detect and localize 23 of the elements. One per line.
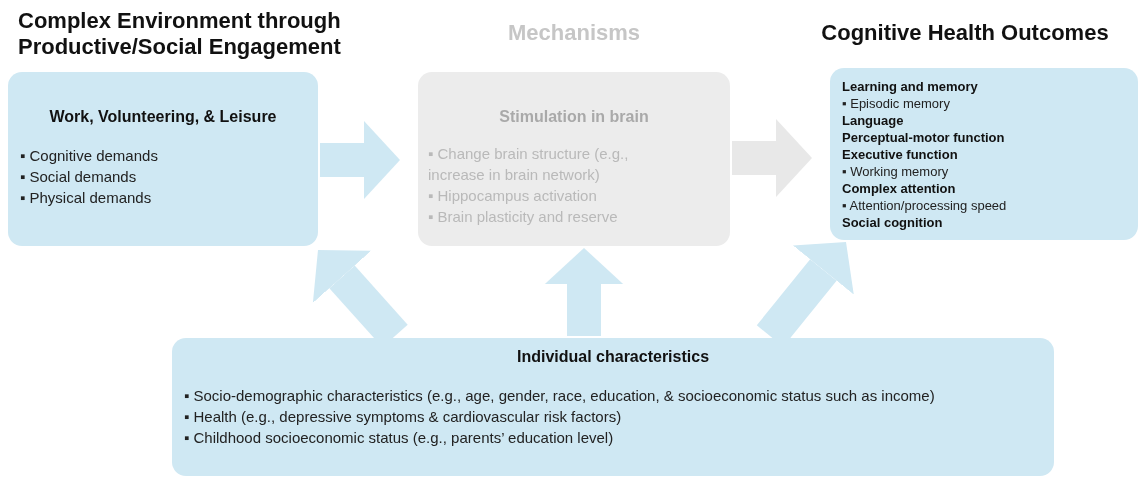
list-item: ▪ Episodic memory xyxy=(842,95,951,112)
section-heading: Social cognition xyxy=(842,214,944,231)
section-heading: Executive function xyxy=(842,146,959,163)
list-item: ▪ Social demands xyxy=(20,167,138,187)
list-item: ▪ Childhood socioeconomic status (e.g., parents’ education level) xyxy=(184,428,615,448)
list-item: ▪ Attention/processing speed xyxy=(842,197,1008,214)
section-heading: Complex attention xyxy=(842,180,957,197)
column-heading: Mechanisms xyxy=(506,20,642,46)
list-item: ▪ Health (e.g., depressive symptoms & cardiovascular risk factors) xyxy=(184,407,623,427)
section-heading: Perceptual-motor function xyxy=(842,129,1006,146)
section-heading: Work, Volunteering, & Leisure xyxy=(49,107,277,127)
list-item: ▪ Physical demands xyxy=(20,188,153,208)
section-heading: Stimulation in brain xyxy=(499,107,649,127)
block-arrow xyxy=(320,120,400,200)
column-heading: Complex Environment through Productive/Social Engagement xyxy=(18,8,342,60)
list-item: ▪ Working memory xyxy=(842,163,950,180)
section-heading: Individual characteristics xyxy=(516,347,710,367)
section-heading: Language xyxy=(842,112,905,129)
list-item: ▪ Cognitive demands xyxy=(20,146,159,166)
column-heading: Cognitive Health Outcomes xyxy=(820,20,1110,46)
block-arrow xyxy=(544,248,624,336)
list-item: ▪ Socio-demographic characteristics (e.g., age, gender, race, education, & socioeconomic status such as income) xyxy=(184,386,936,406)
section-heading: Learning and memory xyxy=(842,78,979,95)
